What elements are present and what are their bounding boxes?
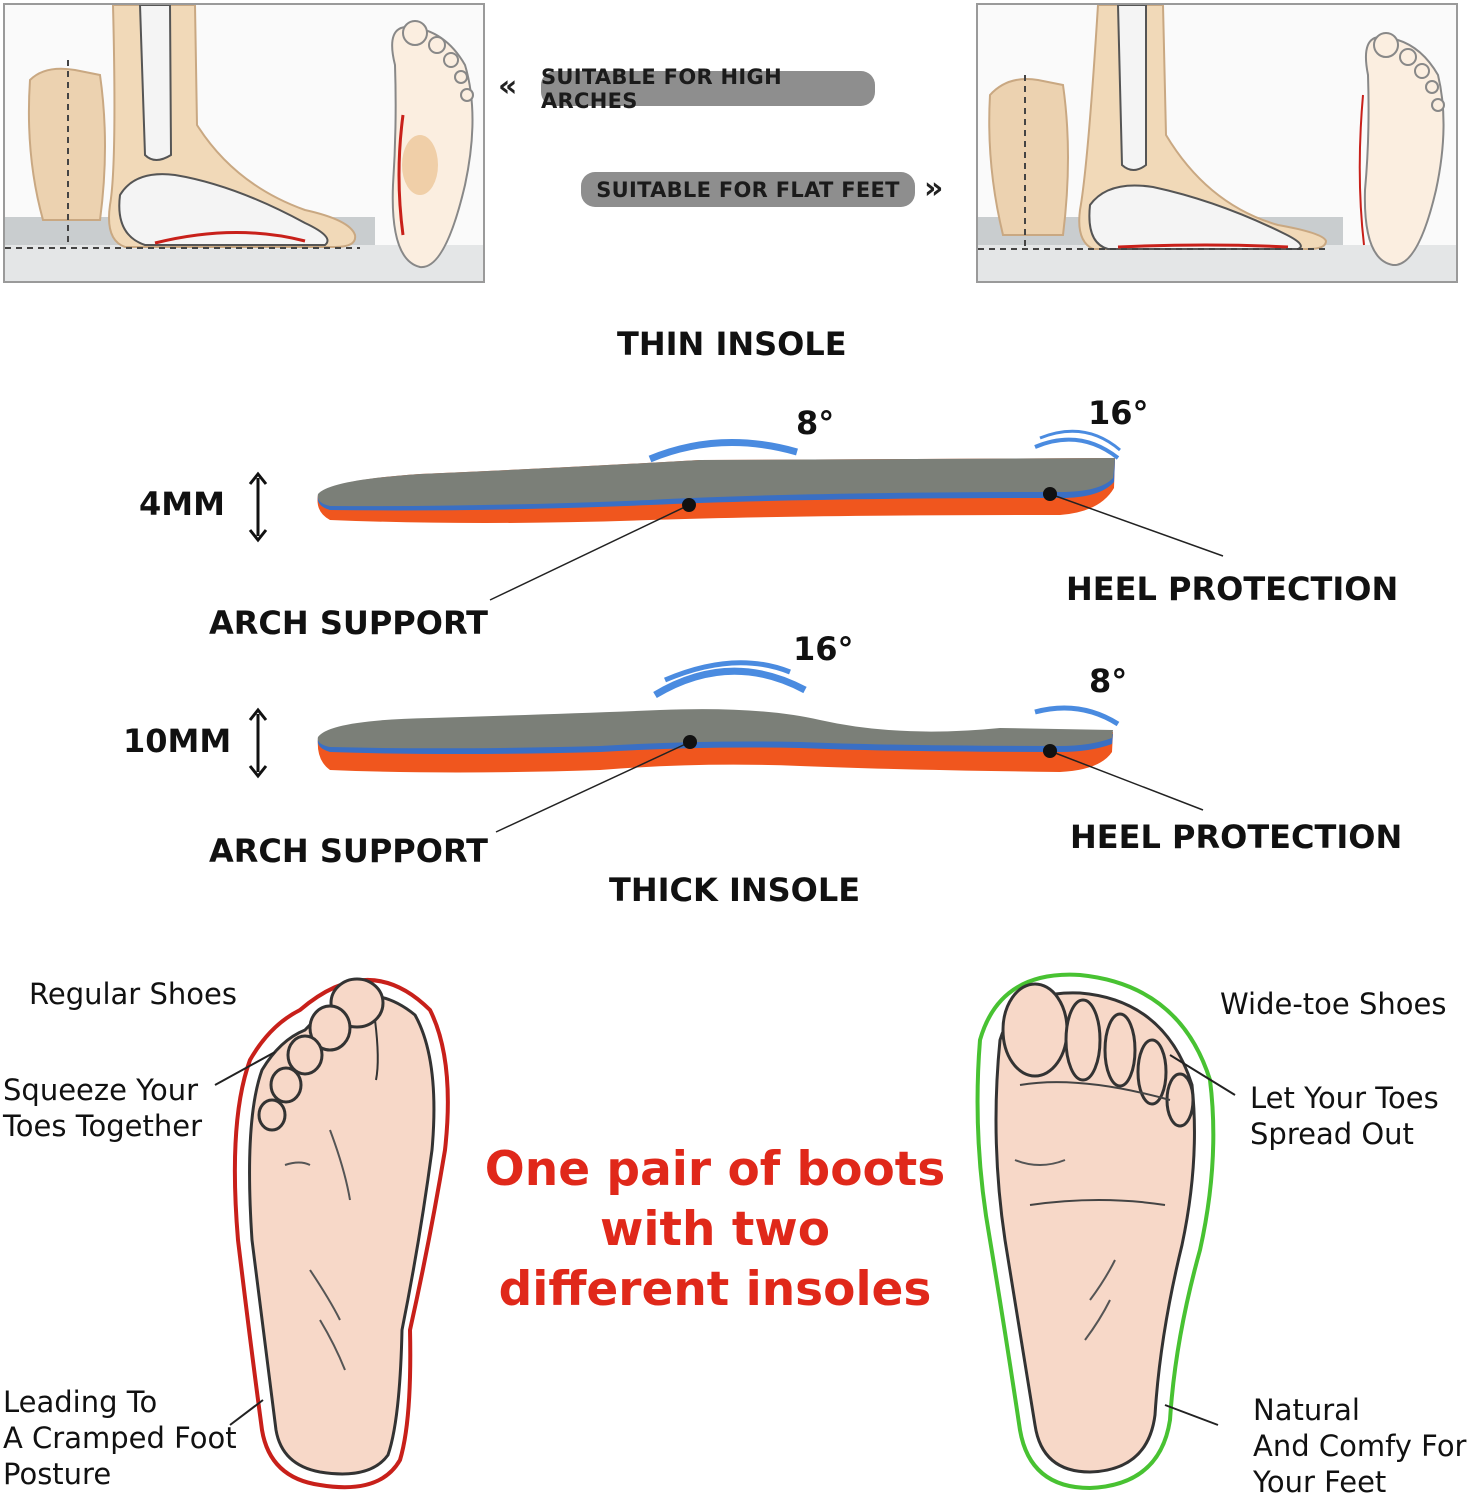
regular-note-line: Toes Together bbox=[3, 1109, 202, 1143]
slogan: One pair of boots with two different ins… bbox=[450, 1140, 980, 1320]
thick-heel-angle: 8° bbox=[1089, 662, 1128, 700]
wide-note-line: Spread Out bbox=[1250, 1117, 1414, 1151]
regular-note-line: Leading To bbox=[3, 1385, 158, 1419]
chevron-right-icon: » bbox=[924, 171, 944, 206]
thin-heel-label: HEEL PROTECTION bbox=[1066, 570, 1399, 608]
wide-note-comfy: Natural And Comfy For Your Feet bbox=[1253, 1392, 1466, 1500]
regular-note-line: Posture bbox=[3, 1457, 112, 1491]
wide-note-line: And Comfy For bbox=[1253, 1429, 1467, 1463]
regular-shoes-title: Regular Shoes bbox=[29, 977, 237, 1011]
thin-arch-angle: 8° bbox=[796, 404, 835, 442]
chevron-left-icon: « bbox=[498, 69, 518, 104]
slogan-line: One pair of boots bbox=[484, 1142, 946, 1197]
high-arch-foot-illustration bbox=[5, 5, 483, 281]
flat-feet-foot-illustration bbox=[978, 5, 1456, 281]
thick-heel-label: HEEL PROTECTION bbox=[1070, 818, 1403, 856]
thin-arch-label: ARCH SUPPORT bbox=[209, 604, 488, 642]
slogan-line: with two bbox=[600, 1202, 830, 1257]
thick-arch-label: ARCH SUPPORT bbox=[209, 832, 488, 870]
flat-feet-panel bbox=[976, 3, 1458, 283]
wide-note-line: Your Feet bbox=[1253, 1465, 1387, 1499]
thick-insole-title: THICK INSOLE bbox=[609, 871, 861, 909]
thin-heel-angle: 16° bbox=[1088, 394, 1149, 432]
high-arch-badge: SUITABLE FOR HIGH ARCHES bbox=[541, 65, 875, 113]
regular-note-cramped: Leading To A Cramped Foot Posture bbox=[3, 1384, 237, 1492]
wide-note-spread: Let Your Toes Spread Out bbox=[1250, 1080, 1439, 1152]
thick-insole-illustration bbox=[317, 660, 1204, 833]
regular-note-squeeze: Squeeze Your Toes Together bbox=[3, 1072, 202, 1144]
wide-note-line: Natural bbox=[1253, 1393, 1360, 1427]
regular-note-line: A Cramped Foot bbox=[3, 1421, 237, 1455]
thick-thickness: 10MM bbox=[123, 722, 232, 760]
thin-thickness: 4MM bbox=[139, 485, 225, 523]
slogan-line: different insoles bbox=[498, 1262, 932, 1317]
thickness-arrow-icon bbox=[248, 471, 268, 543]
high-arch-panel bbox=[3, 3, 485, 283]
wide-note-line: Let Your Toes bbox=[1250, 1081, 1439, 1115]
thin-insole-title: THIN INSOLE bbox=[617, 325, 847, 363]
flat-feet-badge: SUITABLE FOR FLAT FEET bbox=[581, 172, 915, 207]
wide-toe-shoes-title: Wide-toe Shoes bbox=[1220, 987, 1447, 1021]
thick-arch-angle: 16° bbox=[793, 630, 854, 668]
thickness-arrow-icon bbox=[248, 707, 268, 779]
regular-note-line: Squeeze Your bbox=[3, 1073, 199, 1107]
thin-insole-illustration bbox=[317, 429, 1224, 601]
